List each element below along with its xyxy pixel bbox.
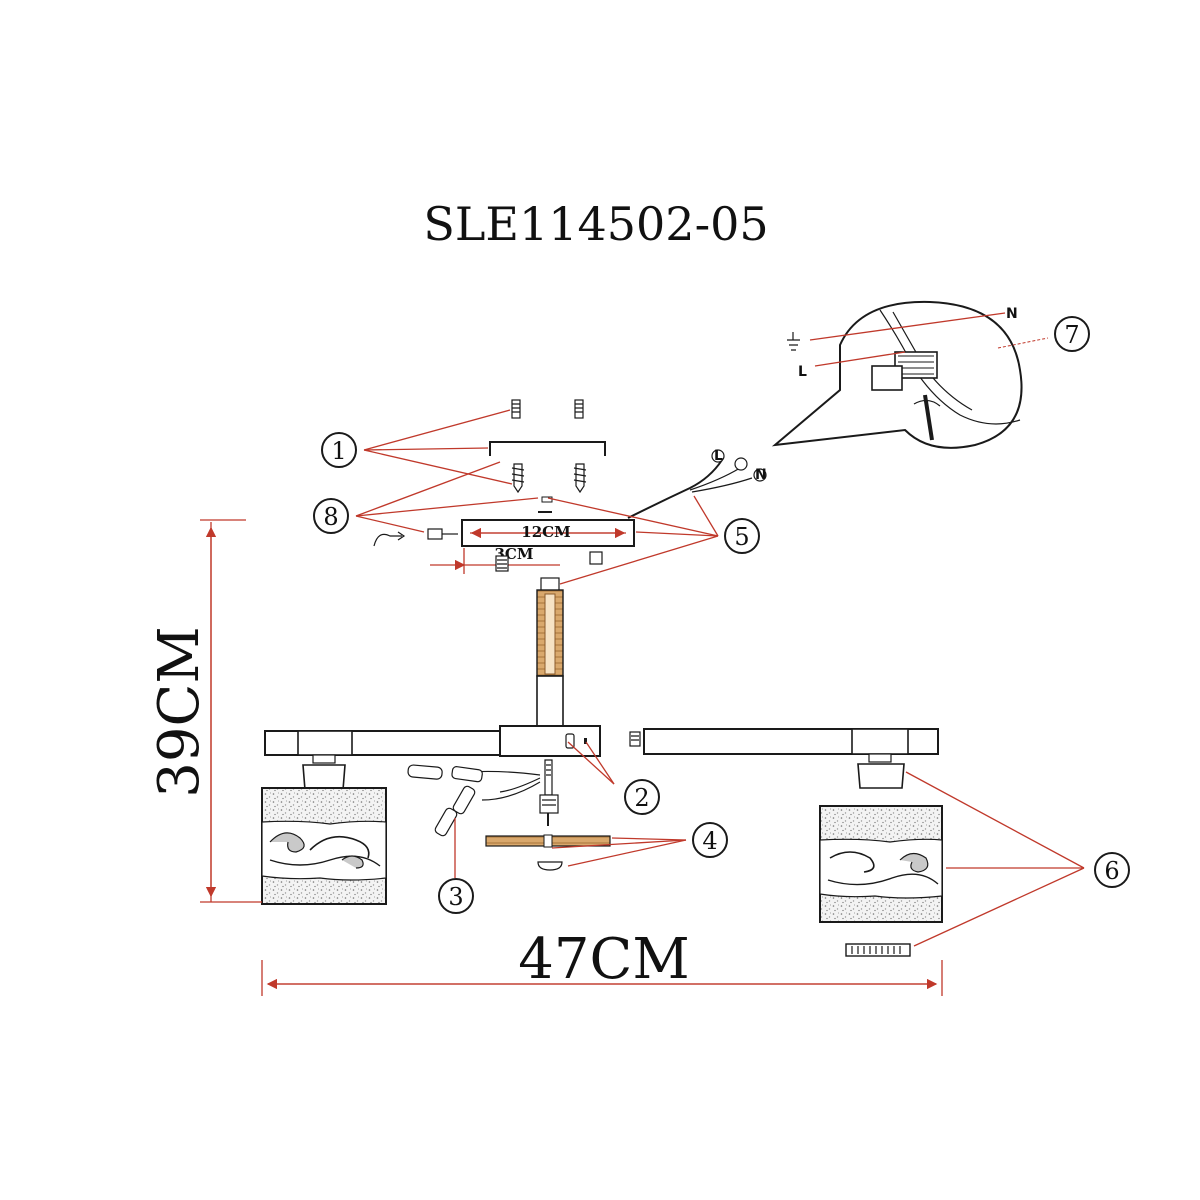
- width-dimension: 47CM: [261, 927, 943, 996]
- model-title: SLE114502-05: [423, 197, 768, 251]
- callout-3: 3: [448, 883, 463, 911]
- mounting-bracket: [489, 441, 606, 456]
- socket-d: [434, 807, 458, 837]
- mounting-hardware: 1 8: [313, 399, 606, 547]
- callout-2-circle: [624, 779, 660, 815]
- canopy-length-label: 12CM: [521, 523, 570, 541]
- socket-b: [451, 766, 483, 783]
- callout-6-circle: [1094, 852, 1130, 888]
- right-lamp: 6: [819, 753, 1130, 957]
- screw-lower-right: [573, 463, 587, 494]
- wire-label-live: L: [798, 364, 807, 380]
- callout-1-circle: [321, 432, 357, 468]
- wiring-detail-bubble: N L 7: [771, 300, 1090, 449]
- callout-7: 7: [1064, 321, 1079, 349]
- hub-wiring: 2 3: [407, 741, 660, 914]
- callout-4-circle: [692, 822, 728, 858]
- wire-label-neutral: N: [1006, 306, 1018, 322]
- small-wire-l: L: [714, 448, 723, 464]
- left-lamp: [261, 754, 387, 905]
- callout-3-circle: [438, 878, 474, 914]
- screw-top-left: [511, 399, 521, 419]
- callout-2: 2: [634, 784, 649, 812]
- screw-top-right: [574, 399, 584, 419]
- center-rod: [536, 577, 564, 729]
- side-screw: [427, 528, 458, 540]
- callout-5: 5: [734, 523, 749, 551]
- arms-and-hub: [264, 725, 939, 757]
- ceiling-disc: 4: [485, 822, 728, 871]
- canopy-plate: 12CM 3CM L N 5: [430, 448, 767, 585]
- screw-lower-left: [511, 463, 525, 494]
- callout-5-circle: [724, 518, 760, 554]
- width-label: 47CM: [518, 927, 689, 992]
- small-wire-n: N: [755, 467, 767, 483]
- height-dimension: 39CM: [147, 519, 262, 903]
- callout-6: 6: [1104, 857, 1119, 885]
- callout-1: 1: [331, 437, 346, 465]
- callout-7-circle: [1054, 316, 1090, 352]
- height-label: 39CM: [147, 626, 212, 797]
- callout-8-circle: [313, 498, 349, 534]
- callout-8: 8: [323, 503, 338, 531]
- socket-c: [452, 785, 476, 815]
- wrench-icon: [373, 531, 406, 547]
- callout-4: 4: [702, 827, 717, 855]
- socket-a: [407, 764, 443, 780]
